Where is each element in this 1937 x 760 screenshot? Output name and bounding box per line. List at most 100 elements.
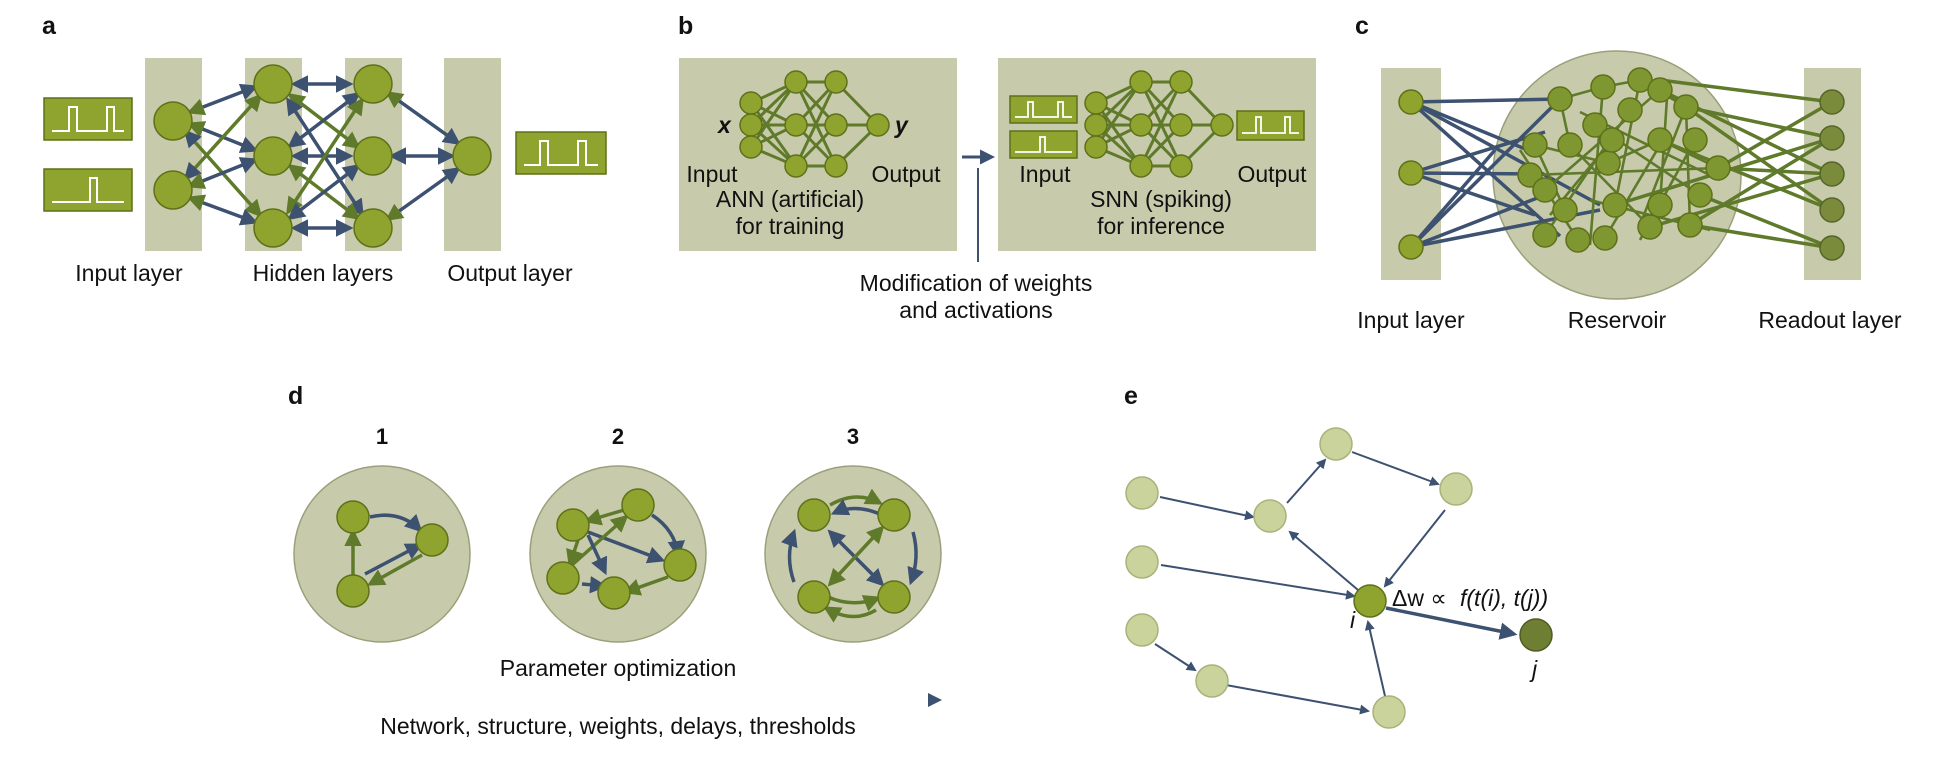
output-spike-train [515,131,607,175]
step-1-number: 1 [376,424,388,449]
panel-c-letter: c [1355,12,1369,40]
hidden-neuron [353,64,393,104]
ann-input-label: Input [686,161,738,187]
hidden-neuron [353,136,393,176]
ann-neuron [784,154,808,178]
network-2-node [621,488,655,522]
snn-neuron [1169,154,1193,178]
hidden-neuron [253,136,293,176]
readout-layer-label: Readout layer [1758,307,1902,333]
ann-y-symbol: y [894,112,909,138]
reservoir-input-neuron [1398,160,1424,186]
snn-neuron [1169,70,1193,94]
presynaptic-node [1125,613,1159,647]
hidden-neuron [353,208,393,248]
network-3-node [797,580,831,614]
reservoir-neuron [1637,214,1663,240]
network-3-node [877,498,911,532]
panel-b: b x y Input Output ANN (artifi [678,12,1316,323]
reservoir-neuron [1647,127,1673,153]
ann-neuron [739,135,763,159]
network-3 [764,465,942,643]
reservoir-input-layer-label: Input layer [1357,307,1465,333]
snn-neuron [1129,154,1153,178]
reservoir-label: Reservoir [1568,307,1667,333]
panel-a-letter: a [42,12,57,40]
delta-w-label: Δw ∝ [1392,585,1447,611]
reservoir-input-neuron [1398,89,1424,115]
reservoir-input-nodes [1398,89,1424,260]
reservoir-neuron [1552,197,1578,223]
snn-title-line2: for inference [1097,213,1225,239]
reservoir-neuron [1617,97,1643,123]
panel-e-nodes [1125,427,1473,729]
optimization-arrow-head [928,693,942,707]
panel-d: d 1 2 3 [288,382,942,739]
presynaptic-node [1372,695,1406,729]
snn-title-line1: SNN (spiking) [1090,186,1232,212]
ann-neuron [739,91,763,115]
neuron-i-label: i [1350,607,1356,633]
snn-neuron [1129,70,1153,94]
step-3-number: 3 [847,424,859,449]
presynaptic-node [1439,472,1473,506]
neuron-i [1353,584,1387,618]
plasticity-rule-label: f(t(i), t(j)) [1460,585,1548,611]
network-1 [293,465,471,643]
snn-nodes [1084,70,1234,178]
ann-output-label: Output [871,161,941,187]
reservoir-neuron [1647,77,1673,103]
snn-output-label: Output [1237,161,1307,187]
reservoir-neuron [1590,74,1616,100]
reservoir-neuron [1557,132,1583,158]
reservoir-neuron [1677,212,1703,238]
readout-neuron [1819,125,1845,151]
modification-line1: Modification of weights [860,270,1093,296]
presynaptic-node [1195,664,1229,698]
ann-neuron [824,154,848,178]
snn-neuron [1129,113,1153,137]
neuron-j-label: j [1529,656,1538,682]
reservoir-neuron [1532,177,1558,203]
snn-input-spikes [1009,95,1078,159]
reservoir-nodes [1517,67,1731,253]
snn-neuron [1084,113,1108,137]
panel-a-nodes [153,64,492,248]
network-2 [529,465,707,643]
network-2-node [597,576,631,610]
network-3-node [797,498,831,532]
network-3-node [877,580,911,614]
output-layer-label: Output layer [447,260,573,286]
modification-line2: and activations [899,297,1052,323]
reservoir-neuron [1602,192,1628,218]
neuron-j [1519,618,1553,652]
network-2-node [663,548,697,582]
snn-input-label: Input [1019,161,1071,187]
reservoir-neuron [1599,127,1625,153]
optimization-targets-label: Network, structure, weights, delays, thr… [380,713,856,739]
snn-neuron [1210,113,1234,137]
output-neuron [452,136,492,176]
network-2-node [546,561,580,595]
input-to-reservoir-edges [1409,97,1601,249]
reservoir-neuron [1687,182,1713,208]
readout-neuron [1819,235,1845,261]
network-1-node [415,523,449,557]
ann-box [679,58,957,251]
readout-nodes [1819,89,1845,261]
panel-d-letter: d [288,382,303,410]
panel-e: e i j Δw ∝ f(t(i), t(j)) [1124,382,1553,729]
panel-a: a [42,12,607,286]
panel-e-letter: e [1124,382,1138,410]
parameter-optimization-label: Parameter optimization [500,655,737,681]
presynaptic-node [1319,427,1353,461]
input-spike-train-2 [43,168,133,212]
panel-a-edges [183,75,461,237]
reservoir-neuron [1595,150,1621,176]
reservoir-neuron [1547,86,1573,112]
hidden-neuron [253,64,293,104]
step-2-number: 2 [612,424,624,449]
ann-x-symbol: x [716,112,732,138]
presynaptic-node [1253,499,1287,533]
ann-title-line1: ANN (artificial) [716,186,864,212]
